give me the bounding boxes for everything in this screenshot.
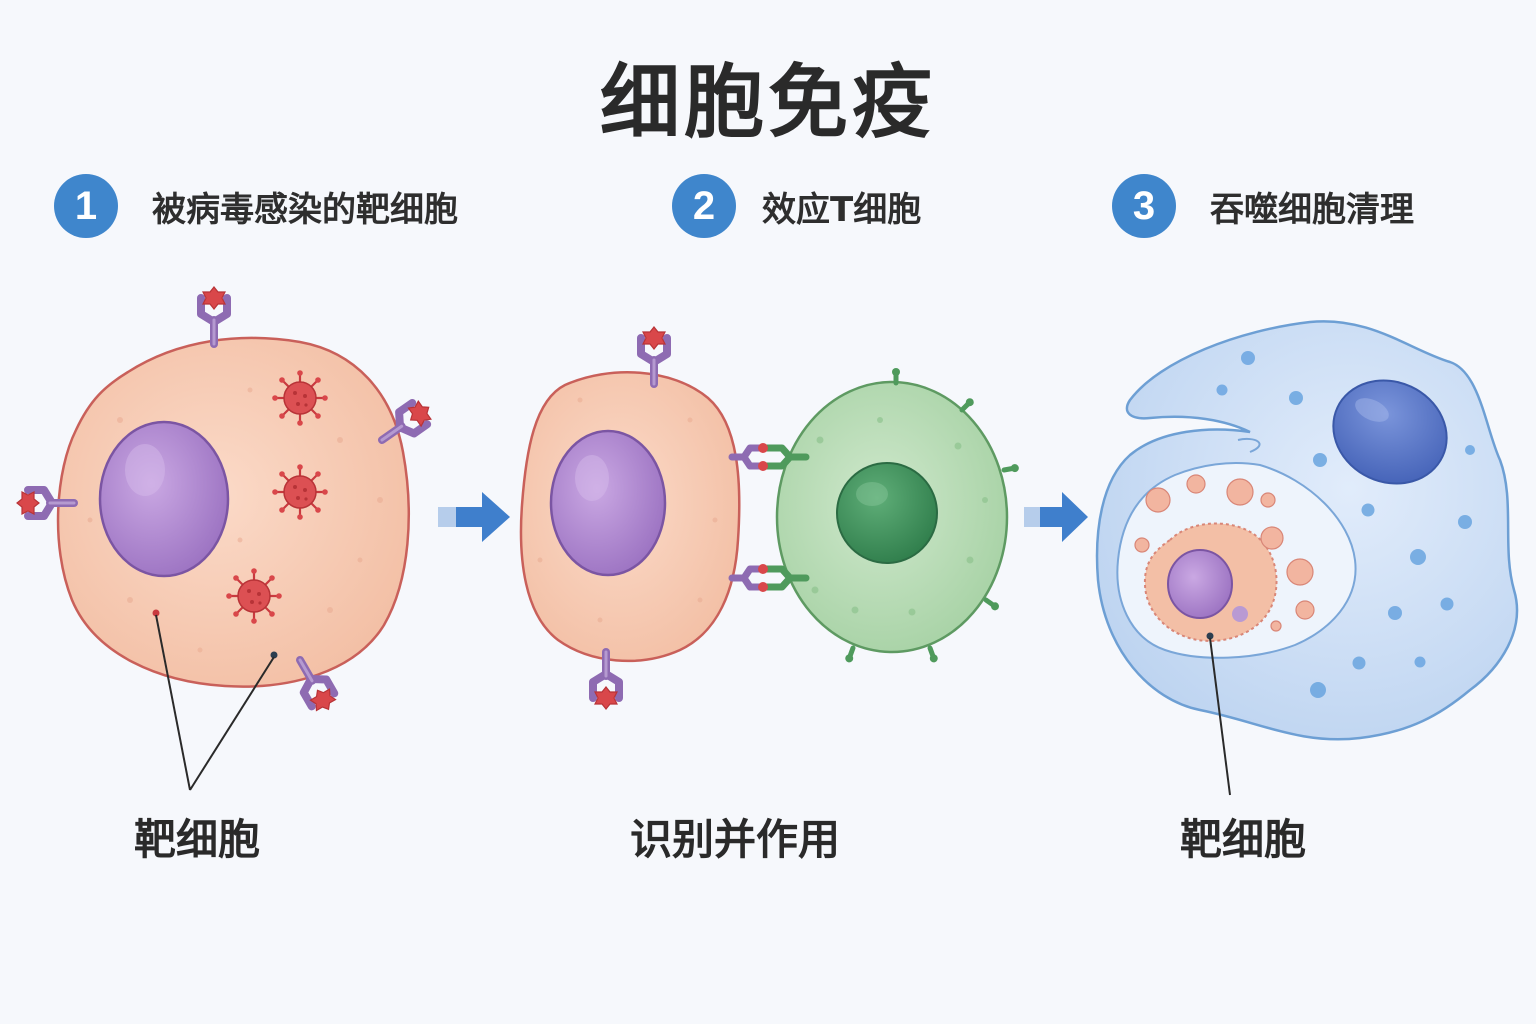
t-cell-spike-icon xyxy=(959,397,975,413)
t-cell-spike-icon xyxy=(984,597,1001,612)
nucleus xyxy=(98,420,230,578)
engulfed-target-cell xyxy=(1134,474,1315,642)
virus-icon xyxy=(271,369,329,427)
step-number-badge: 2 xyxy=(672,174,736,238)
t-cell-spike-icon xyxy=(1003,463,1019,473)
virus-icon xyxy=(271,463,329,521)
infected-target-cell xyxy=(56,336,410,688)
phagocyte xyxy=(1095,320,1519,741)
t-cell-spike-icon xyxy=(926,647,939,664)
effector-t-cell xyxy=(775,380,1009,654)
step-1: 1 被病毒感染的靶细胞 xyxy=(54,174,458,238)
step-label: 被病毒感染的靶细胞 xyxy=(152,189,458,230)
step-2: 2 效应T细胞 xyxy=(672,174,921,238)
virus-icon xyxy=(225,567,283,625)
nucleus xyxy=(549,429,667,577)
t-cell-spike-icon xyxy=(844,647,857,664)
caption-target-cell: 靶细胞 xyxy=(134,815,261,864)
step-number-badge: 1 xyxy=(54,174,118,238)
antigen-receptor-icon xyxy=(201,287,227,344)
step-number-badge: 3 xyxy=(1112,174,1176,238)
callout-line xyxy=(1209,637,1231,796)
step-label: 效应T细胞 xyxy=(762,189,922,230)
nucleus xyxy=(836,462,938,564)
callout-lines xyxy=(155,614,275,791)
t-cell-spike-icon xyxy=(892,368,900,383)
arrow-icon xyxy=(438,492,510,542)
target-cell-small xyxy=(519,371,741,663)
step-label: 吞噬细胞清理 xyxy=(1210,189,1414,230)
arrow-icon xyxy=(1024,492,1088,542)
page-title: 细胞免疫 xyxy=(600,56,936,149)
caption-target-cell-engulfed: 靶细胞 xyxy=(1180,815,1307,864)
nucleus xyxy=(1167,549,1233,619)
caption-recognize-act: 识别并作用 xyxy=(630,815,841,864)
nucleus xyxy=(1332,379,1448,485)
step-3: 3 吞噬细胞清理 xyxy=(1112,174,1414,238)
